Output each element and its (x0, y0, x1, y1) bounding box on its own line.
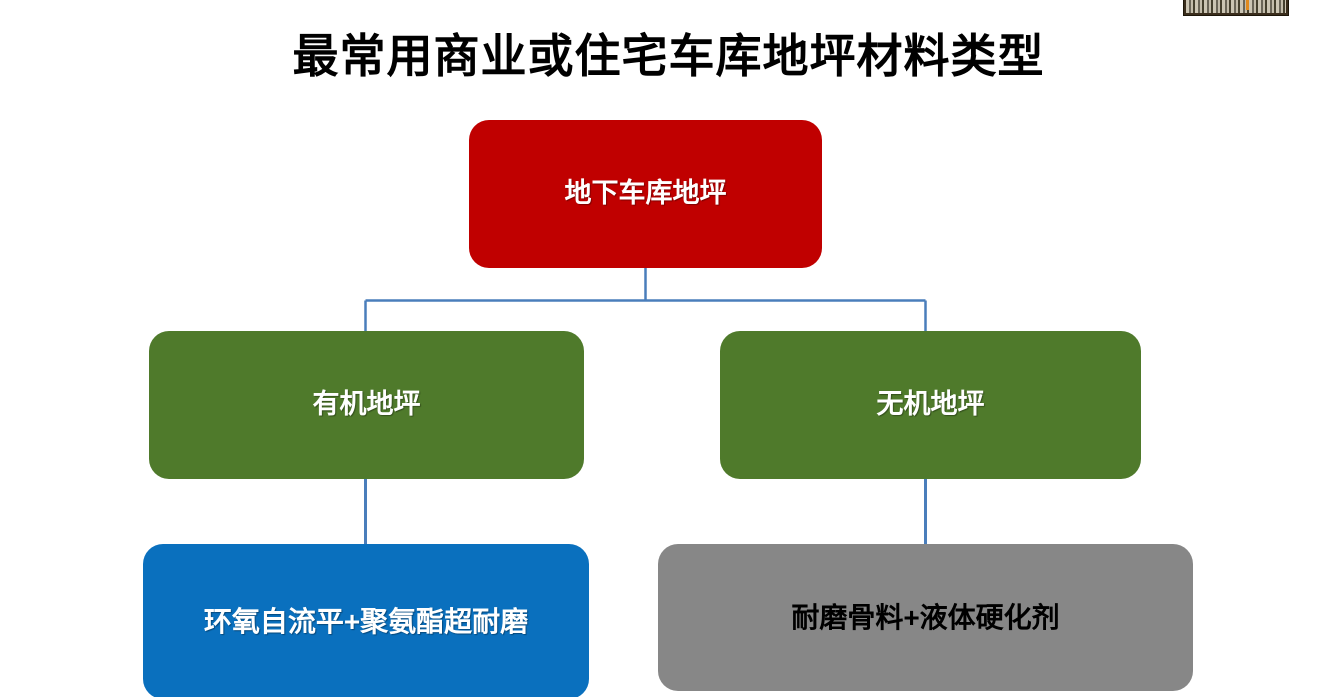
node-branch-inorganic-floor[interactable]: 无机地坪 (720, 331, 1141, 479)
node-root-label: 地下车库地坪 (564, 178, 727, 209)
node-leaf-aggregate-hardener[interactable]: 耐磨骨料+液体硬化剂 (658, 544, 1193, 691)
node-leaf-right-label: 耐磨骨料+液体硬化剂 (791, 602, 1060, 633)
node-branch-right-label: 无机地坪 (876, 389, 985, 420)
banner-accent-mark (1246, 0, 1249, 10)
node-branch-left-label: 有机地坪 (312, 389, 421, 420)
node-branch-organic-floor[interactable]: 有机地坪 (149, 331, 584, 479)
clipped-banner-strip (1183, 0, 1289, 16)
node-leaf-epoxy-polyurethane[interactable]: 环氧自流平+聚氨酯超耐磨 (143, 544, 589, 697)
page-title: 最常用商业或住宅车库地坪材料类型 (292, 30, 1045, 82)
node-leaf-left-label: 环氧自流平+聚氨酯超耐磨 (203, 606, 529, 637)
node-root-underground-garage-floor[interactable]: 地下车库地坪 (469, 120, 822, 268)
banner-texture (1186, 0, 1286, 13)
